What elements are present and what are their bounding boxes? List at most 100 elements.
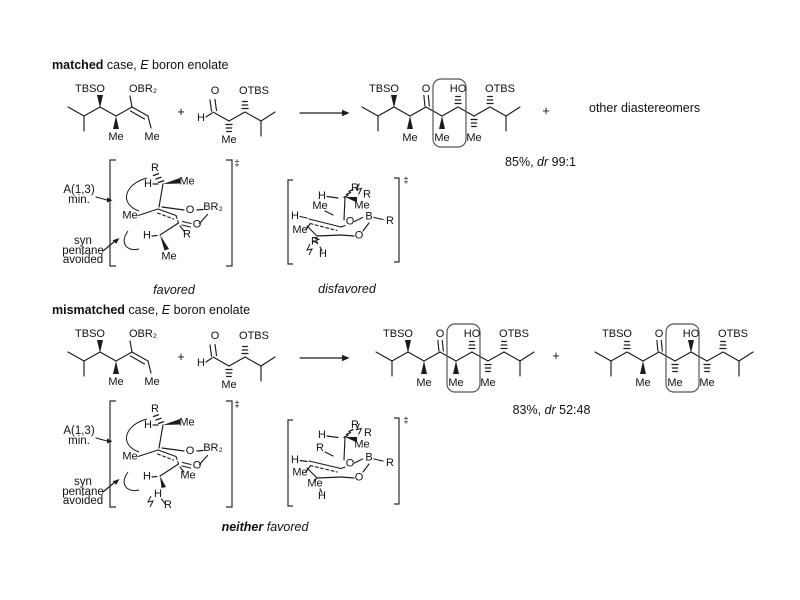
matched-heading-tail: boron enolate (148, 58, 229, 72)
double-dagger: ‡ (403, 175, 408, 186)
dr-label: dr (544, 403, 556, 417)
matched-yield: 85%, dr 99:1 (478, 155, 603, 169)
bracket-right (394, 417, 400, 505)
tbso-wedge-bond (97, 95, 103, 108)
mismatched-enolate-structure: TBSO OBR₂ Me Me (67, 328, 160, 388)
plus-sign: + (552, 349, 559, 363)
me-label: Me (416, 377, 431, 389)
o-label: O (193, 460, 202, 472)
stereocenter-highlight-box (432, 78, 467, 148)
o-label: O (346, 216, 355, 228)
syn-line: syn (74, 476, 92, 488)
ho-wedge-bond (688, 340, 694, 353)
r-label: R (151, 162, 159, 174)
o-label: O (355, 472, 364, 484)
plus-sign: + (177, 105, 184, 119)
syn-pentane-arc (123, 230, 140, 251)
matched-enolate-structure: TBSO OBR₂ Me Me (67, 83, 160, 143)
a13-strain-arc (126, 418, 148, 453)
me-wedge-bond (113, 116, 119, 129)
me-wedge-bond (453, 361, 459, 374)
yield-percent: 85%, (505, 155, 538, 169)
me-label: Me (180, 470, 195, 482)
ts-mismatched-right: ‡ (287, 415, 409, 507)
ts-mismatched-left: ‡ (95, 399, 240, 511)
neither-tail: favored (263, 520, 309, 534)
dr-ratio: 99:1 (548, 155, 576, 169)
steric-clash-bolt (306, 243, 313, 256)
h-label: H (318, 429, 326, 441)
tbso-wedge-bond (97, 340, 103, 353)
me-wedge-bond (439, 116, 445, 129)
me-label: Me (354, 439, 369, 451)
ts-disfavored: ‡ (287, 175, 409, 265)
a13-strain-arc (126, 177, 148, 212)
otbs-label: OTBS (718, 328, 748, 340)
me-label: Me (292, 467, 307, 479)
ketone-o-label: O (436, 328, 445, 340)
neither-favored-caption: neither favored (198, 520, 332, 534)
me-label: Me (466, 132, 481, 144)
o-label: O (186, 204, 195, 216)
tbso-label: TBSO (383, 328, 413, 340)
me-label: Me (122, 451, 137, 463)
bracket-left (109, 159, 116, 267)
h-label: H (318, 490, 326, 502)
dr-label: dr (537, 155, 549, 169)
product-bonds (361, 94, 521, 132)
ts-disfavored-bonds (299, 183, 384, 256)
bracket-left (109, 400, 116, 508)
r-label: R (183, 229, 191, 241)
matched-heading-bold: matched (52, 58, 104, 72)
disfavored-caption: disfavored (318, 282, 376, 296)
h-label: H (319, 248, 327, 260)
ts-bonds (299, 423, 384, 494)
ts-favored-bonds (123, 173, 209, 251)
r-label: R (364, 427, 372, 439)
o-label: O (346, 458, 355, 470)
tbso-label: TBSO (75, 83, 105, 95)
syn-pentane-pointer-arrow (102, 479, 120, 493)
mismatched-aldehyde-structure: H O OTBS Me (197, 330, 276, 391)
a13-min-label-mismatched: A(1,3)min. (54, 425, 104, 447)
ho-label: HO (683, 328, 700, 340)
syn-line: syn (74, 235, 92, 247)
r-label: R (351, 419, 359, 431)
r-label: R (151, 403, 159, 415)
plus-sign: + (177, 350, 184, 364)
pentane-line: pentane (62, 485, 104, 498)
steric-clash-bolt (355, 183, 363, 195)
b-label: B (365, 452, 372, 464)
other-diastereomers-label: other diastereomers (589, 101, 701, 115)
otbs-label: OTBS (485, 83, 515, 95)
steric-clash-bolt (355, 423, 363, 435)
carbonyl-o-label: O (211, 85, 220, 97)
me-label: Me (122, 210, 137, 222)
double-dagger: ‡ (234, 399, 239, 410)
me-wedge-bond (421, 361, 427, 374)
enolate-bonds (67, 340, 152, 377)
min-line: min. (68, 435, 90, 447)
ho-label: HO (464, 328, 481, 340)
matched-product-structure: TBSO O HO OTBS Me Me Me (361, 78, 521, 148)
bracket-right (226, 400, 233, 508)
me-label: Me (402, 132, 417, 144)
me-label: Me (108, 131, 123, 143)
me-label: Me (108, 376, 123, 388)
me-label: Me (307, 478, 322, 490)
r-label: R (386, 457, 394, 469)
min-line: min. (68, 194, 90, 206)
h-label: H (143, 471, 151, 483)
me-label: Me (144, 376, 159, 388)
obr2-label: OBR₂ (129, 328, 157, 340)
me-label: Me (179, 176, 194, 188)
a13-line: A(1,3) (63, 425, 95, 437)
matched-section: TBSO OBR₂ Me Me + (67, 78, 550, 267)
o-label: O (186, 445, 195, 457)
me-label: Me (161, 251, 176, 263)
mismatched-heading-bold: mismatched (52, 303, 125, 317)
pentane-line: pentane (62, 244, 104, 257)
product-bonds (594, 339, 754, 377)
r-label: R (363, 189, 371, 201)
